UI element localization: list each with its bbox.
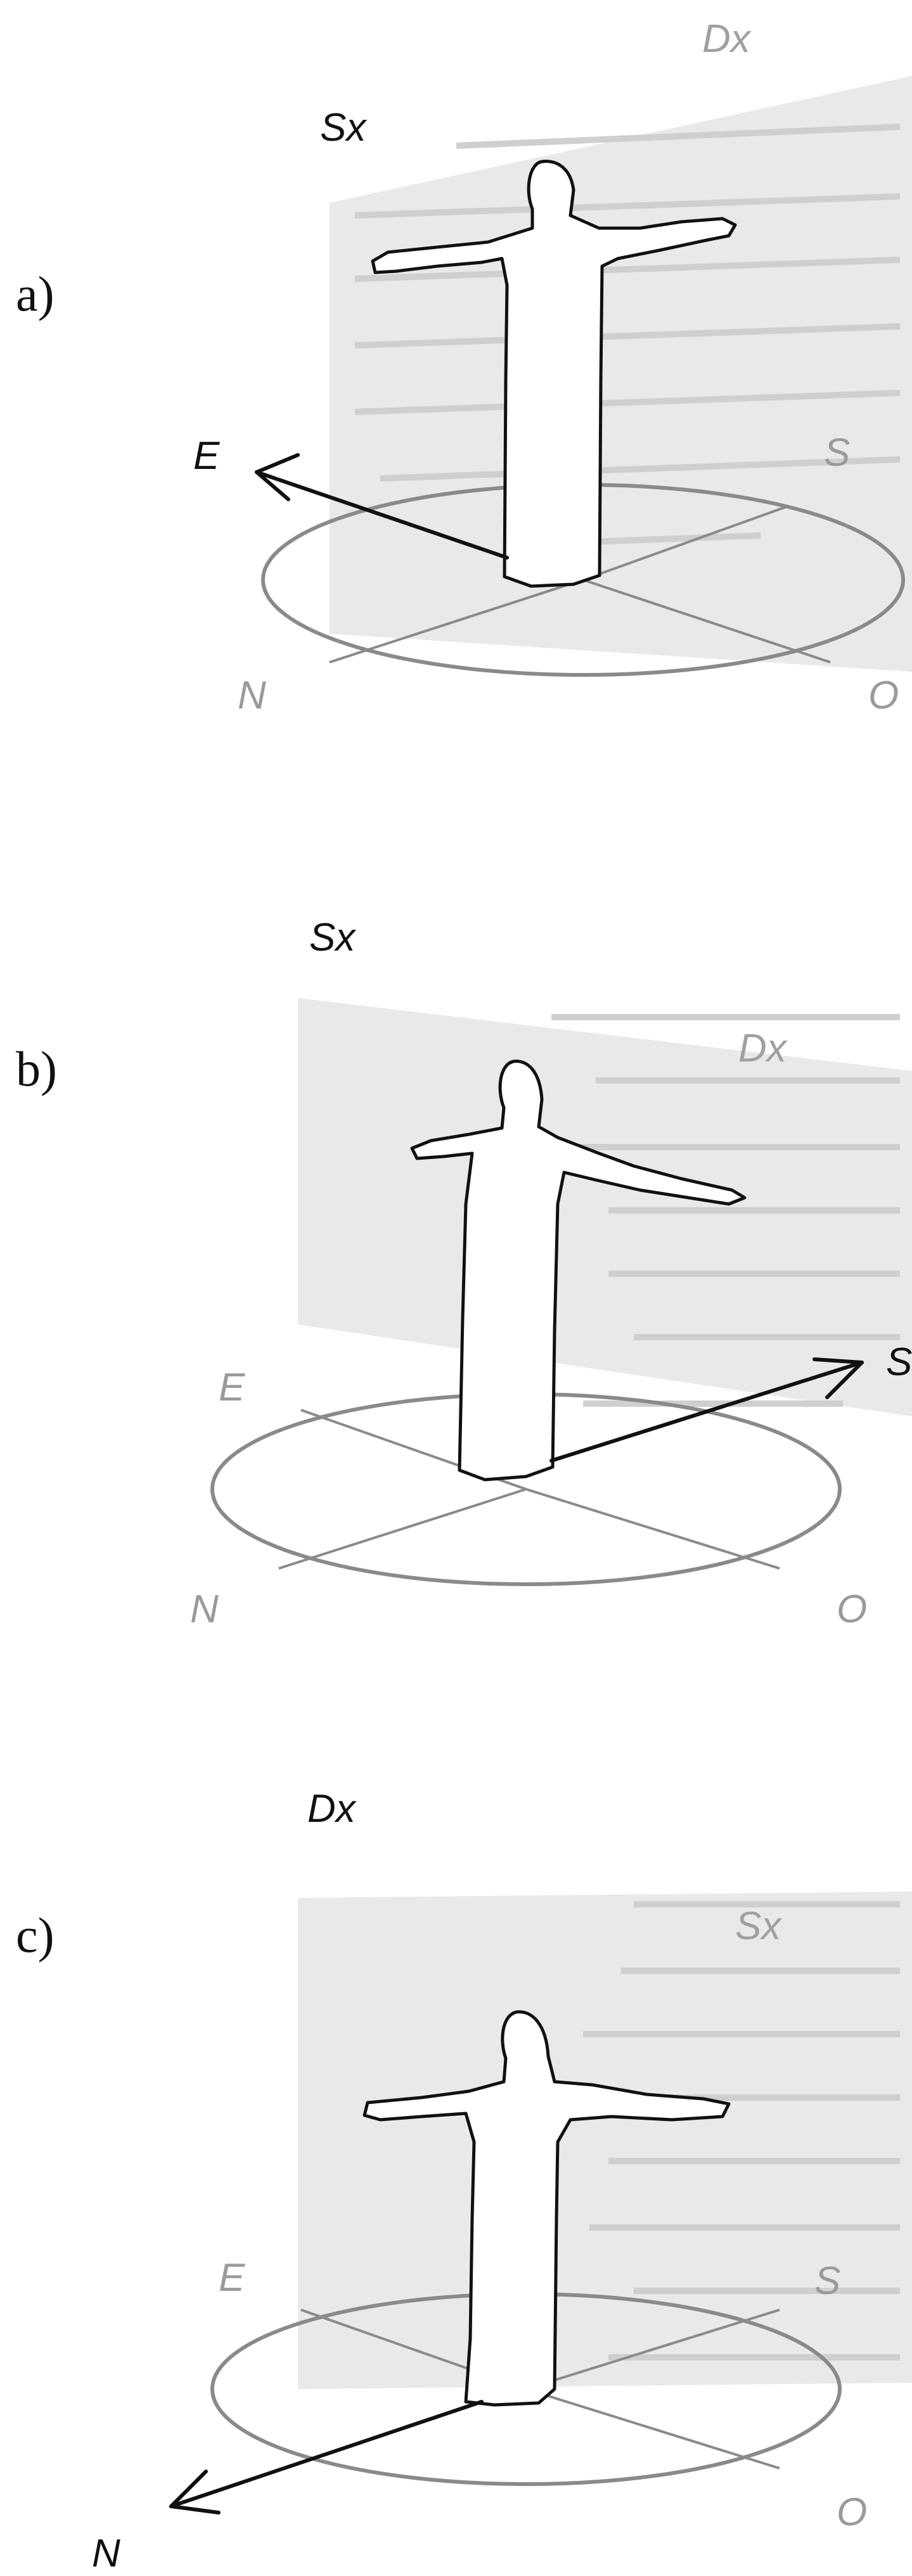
background-text bbox=[551, 1014, 900, 1407]
figure-silhouette bbox=[363, 2010, 731, 2407]
figure-silhouette bbox=[371, 160, 737, 588]
vertical-plane bbox=[298, 1892, 912, 2389]
arm-label-right: Dx bbox=[738, 1027, 788, 1070]
panel-c: c) Dx Sx N E S O bbox=[16, 1787, 912, 2575]
arm-label-left: Sx bbox=[320, 106, 367, 150]
disk-dividers bbox=[329, 506, 831, 663]
direction-label-front-left: N bbox=[190, 1587, 219, 1631]
direction-label-arrow: S bbox=[886, 1340, 912, 1384]
vertical-plane bbox=[330, 76, 912, 672]
panel-b: b) Sx Dx S E N O bbox=[16, 916, 912, 1631]
panel-label: b) bbox=[16, 1041, 57, 1096]
direction-label-front-right: O bbox=[868, 674, 899, 717]
direction-label-front-left: N bbox=[238, 674, 266, 717]
direction-label-arrow: N bbox=[92, 2532, 120, 2575]
panel-label: a) bbox=[16, 266, 55, 321]
arm-label-right: Sx bbox=[735, 1904, 782, 1948]
direction-label-arrow: E bbox=[193, 434, 220, 478]
figure-silhouette bbox=[410, 1060, 747, 1482]
panel-label: c) bbox=[16, 1907, 55, 1963]
direction-arrow bbox=[255, 453, 509, 560]
panel-a: a) Sx Dx E S N O bbox=[16, 17, 912, 717]
direction-label-back-right: S bbox=[814, 2259, 840, 2303]
direction-label-back-left: E bbox=[219, 1366, 245, 1409]
direction-arrow bbox=[169, 2400, 484, 2515]
direction-label-front-right: O bbox=[837, 1587, 867, 1631]
arm-label-left: Sx bbox=[309, 916, 356, 959]
direction-label-front-right: O bbox=[837, 2490, 867, 2534]
vertical-plane bbox=[298, 998, 912, 1416]
direction-arrow bbox=[549, 1357, 864, 1463]
direction-label-back-right: S bbox=[824, 431, 850, 475]
direction-label-back-left: E bbox=[219, 2256, 245, 2300]
arm-label-right: Dx bbox=[702, 17, 752, 61]
arm-label-left: Dx bbox=[307, 1787, 357, 1831]
